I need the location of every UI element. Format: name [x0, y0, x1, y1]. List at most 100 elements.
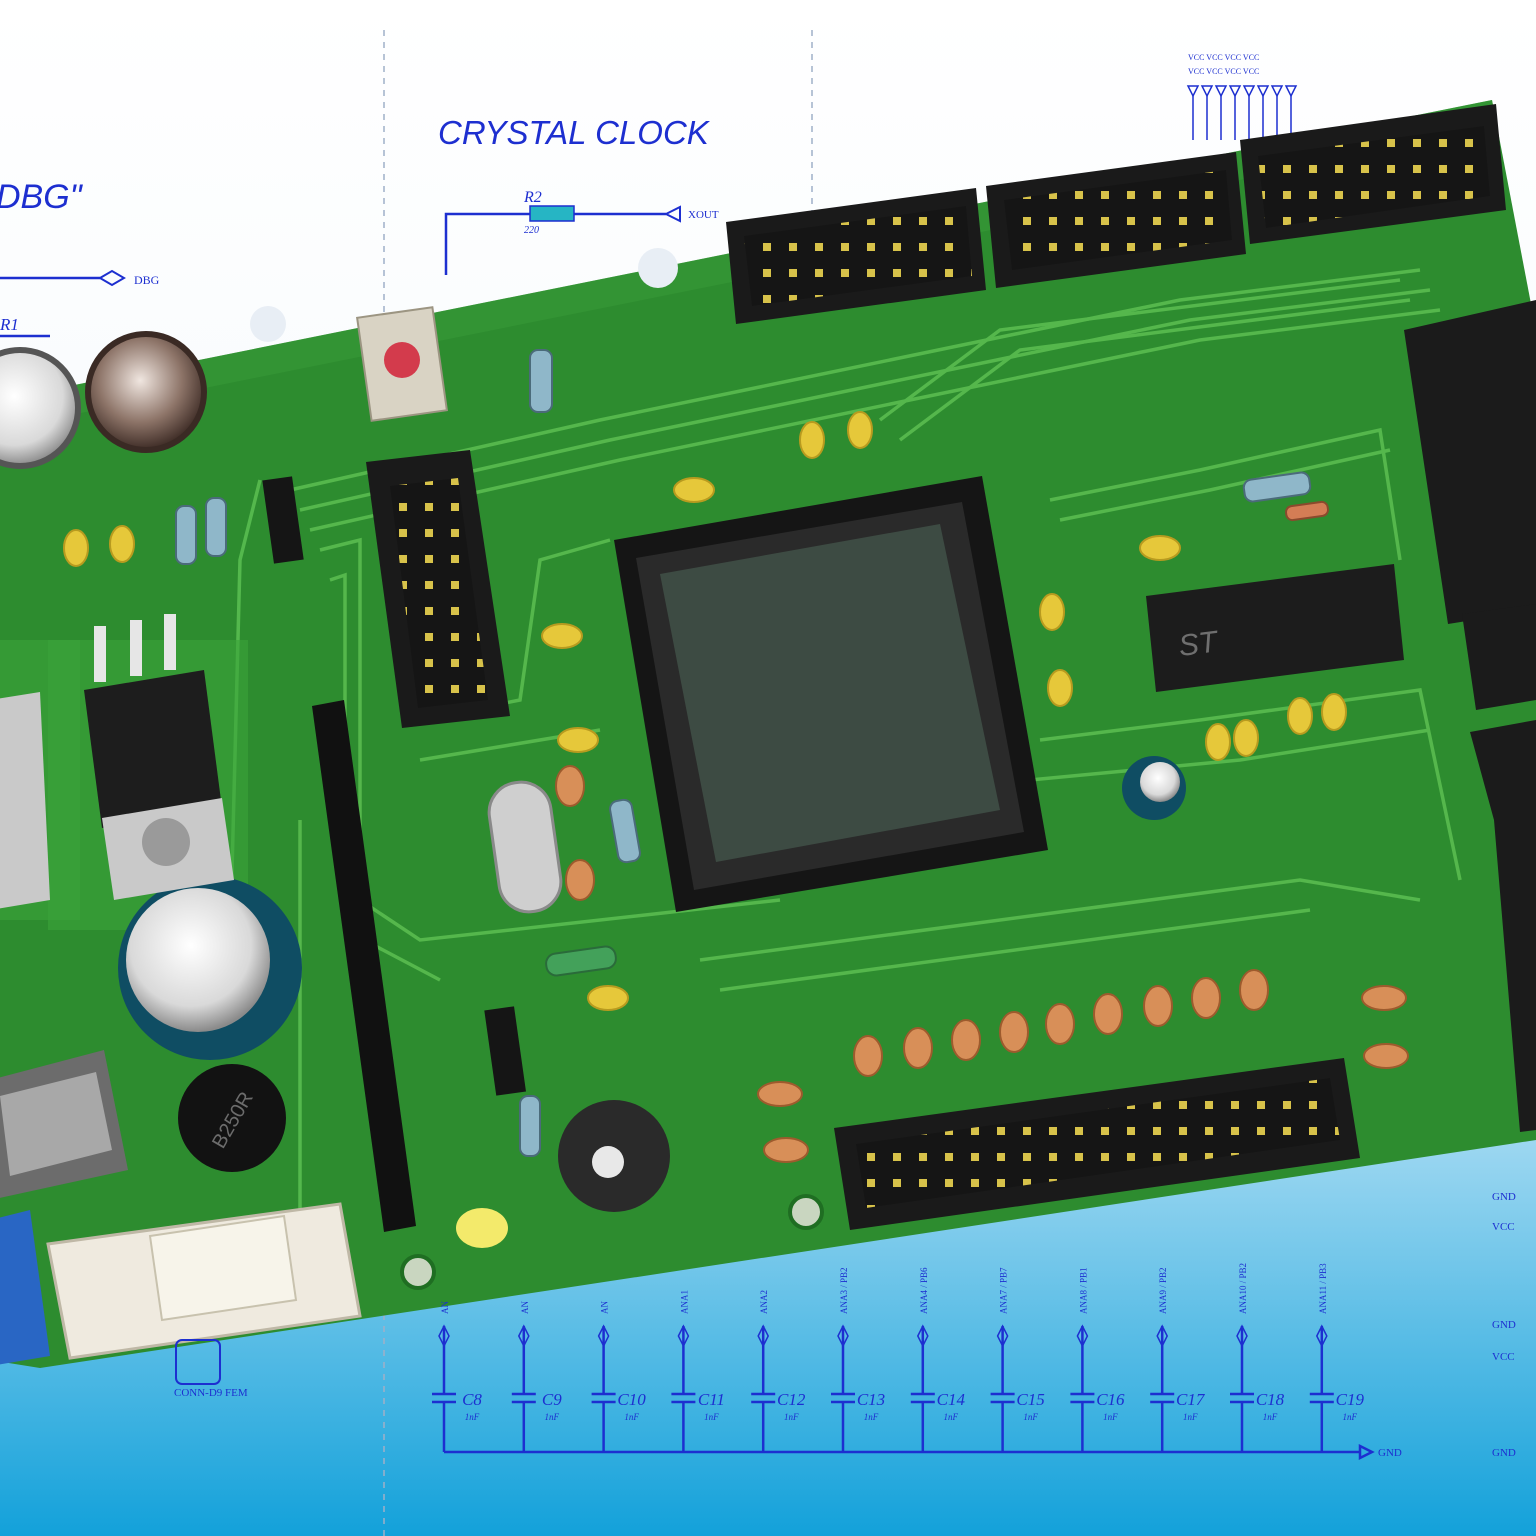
pullup-symbols — [1186, 85, 1298, 140]
resistors — [175, 349, 1312, 1157]
schematic-capacitor-value: 1nF — [864, 1412, 879, 1422]
led-yellow — [456, 1208, 508, 1248]
schematic-capacitor — [671, 1324, 696, 1452]
resistor-value-r2: 220 — [524, 225, 539, 236]
schematic-capacitor-label: C19 — [1336, 1390, 1365, 1409]
terminal-block-blue — [0, 1210, 50, 1365]
electrolytic-capacitors — [0, 331, 1186, 1060]
ceramic-capacitors-orange — [555, 765, 1409, 1163]
schematic-net-label: ANA3 / PB2 — [839, 1267, 849, 1314]
resistor-green — [545, 945, 617, 977]
connector-label: CONN-D9 FEM — [174, 1387, 248, 1399]
schematic-title-crystal-clock: CRYSTAL CLOCK — [438, 114, 711, 151]
power-labels-right: GND VCC GND VCC GND — [1492, 1191, 1516, 1459]
schematic-capacitor — [1150, 1324, 1175, 1452]
schematic-capacitor-label: C17 — [1176, 1390, 1206, 1409]
schematic-capacitor-label: C9 — [542, 1390, 562, 1409]
ceramic-capacitors-yellow — [63, 411, 1347, 1011]
schematic-net-label: AN — [600, 1301, 610, 1314]
schematic-net-label: ANA8 / PB1 — [1078, 1267, 1088, 1314]
connector-symbol — [175, 1339, 221, 1385]
schematic-net-label: ANA2 — [759, 1290, 769, 1314]
svg-text:VCC VCC VCC VCC: VCC VCC VCC VCC — [1188, 67, 1259, 76]
schematic-capacitor-label: C16 — [1096, 1390, 1125, 1409]
mounting-hole — [250, 306, 286, 342]
st-ic: ST — [1146, 564, 1404, 692]
schematic-net-label: AN — [520, 1301, 530, 1314]
mounting-hole — [638, 248, 678, 288]
schematic-capacitor-value: 1nF — [944, 1412, 959, 1422]
schematic-capacitor-value: 1nF — [624, 1412, 639, 1422]
net-label-gnd: GND — [1492, 1191, 1516, 1203]
reset-button — [356, 306, 448, 422]
net-label-gnd: GND — [1492, 1319, 1516, 1331]
schematic-capacitor-label: C15 — [1016, 1390, 1044, 1409]
fuse-holder — [46, 1202, 362, 1360]
schematic-capacitor-value: 1nF — [704, 1412, 719, 1422]
bridge-rectifier: B250R — [178, 1064, 286, 1172]
idc-connector-bottom — [834, 1058, 1360, 1230]
net-label-dbg: DBG — [134, 273, 160, 287]
schematic-net-label: ANA4 / PB6 — [919, 1267, 929, 1314]
net-label-gnd: GND — [1492, 1447, 1516, 1459]
pullup-labels: VCC VCC VCC VCC VCC VCC VCC VCC — [1188, 53, 1259, 76]
schematic-net-label: ANA7 / PB7 — [999, 1267, 1009, 1314]
schematic-capacitor — [511, 1324, 536, 1452]
schematic-capacitor-value: 1nF — [1023, 1412, 1038, 1422]
schematic-net-label: ANA11 / PB3 — [1318, 1263, 1328, 1314]
mounting-hole — [788, 1194, 824, 1230]
schematic-capacitor-value: 1nF — [1343, 1412, 1358, 1422]
jtag-header-left — [366, 450, 510, 728]
schematic-capacitor-value: 1nF — [545, 1412, 560, 1422]
schematic-capacitor — [831, 1324, 855, 1452]
trimmer-potentiometer — [558, 1100, 670, 1212]
diode — [1285, 500, 1329, 522]
schematic-capacitor-label: C18 — [1256, 1390, 1285, 1409]
net-label-gnd-bottom: GND — [1378, 1447, 1402, 1459]
schematic-capacitor-label: C14 — [937, 1390, 966, 1409]
ic-marking: ST — [1177, 625, 1222, 663]
crystal-oscillator — [487, 780, 563, 914]
schematic-capacitor-value: 1nF — [1263, 1412, 1278, 1422]
net-label-vcc: VCC — [1492, 1221, 1515, 1233]
schematic-net-label: ANA9 / PB2 — [1158, 1267, 1168, 1314]
schematic-capacitor — [1309, 1324, 1334, 1452]
schematic-capacitor-label: C11 — [698, 1390, 725, 1409]
schematic-net-label: ANA10 / PB2 — [1238, 1263, 1248, 1314]
voltage-regulator — [0, 614, 234, 909]
idc-connector-top-1 — [726, 188, 986, 324]
schematic-net-label: ANA1 — [679, 1290, 689, 1314]
db9-connectors-right — [1404, 300, 1536, 1132]
idc-connector-top-3 — [1240, 104, 1506, 244]
schematic-capacitor — [751, 1324, 776, 1452]
resistor-label-r1: R1 — [0, 315, 19, 334]
schematic-capacitor — [910, 1324, 935, 1452]
schematic-capacitor — [591, 1324, 616, 1452]
schematic-capacitor-label: C12 — [777, 1390, 806, 1409]
svg-text:VCC VCC VCC VCC: VCC VCC VCC VCC — [1188, 53, 1259, 62]
schematic-dividers — [383, 30, 813, 1536]
schematic-capacitor-value: 1nF — [1183, 1412, 1198, 1422]
idc-connector-top-2 — [986, 152, 1246, 288]
jumper — [484, 1006, 526, 1096]
schematic-capacitor-label: C10 — [617, 1390, 646, 1409]
schematic-capacitor — [1230, 1324, 1254, 1452]
mounting-hole — [400, 1254, 436, 1290]
schematic-capacitor — [1070, 1324, 1095, 1452]
pin-strip-left — [312, 700, 416, 1232]
schematic-capacitor — [990, 1324, 1015, 1452]
crystal-clock-r2: R2 220 XOUT — [444, 189, 719, 275]
schematic-capacitor-label: C8 — [462, 1390, 482, 1409]
net-label-xout: XOUT — [688, 209, 719, 221]
dbg-net: DBG — [0, 269, 160, 287]
schematic-capacitor-value: 1nF — [1103, 1412, 1118, 1422]
schematic-capacitor-value: 1nF — [784, 1412, 799, 1422]
jumper — [262, 476, 304, 564]
plcc-socket — [614, 476, 1048, 912]
resistor-label-r2: R2 — [523, 189, 542, 206]
power-jack — [0, 1050, 128, 1198]
schematic-capacitor-value: 1nF — [465, 1412, 480, 1422]
schematic-capacitor-bank — [444, 1443, 1375, 1461]
schematic-net-label: AN — [440, 1301, 450, 1314]
